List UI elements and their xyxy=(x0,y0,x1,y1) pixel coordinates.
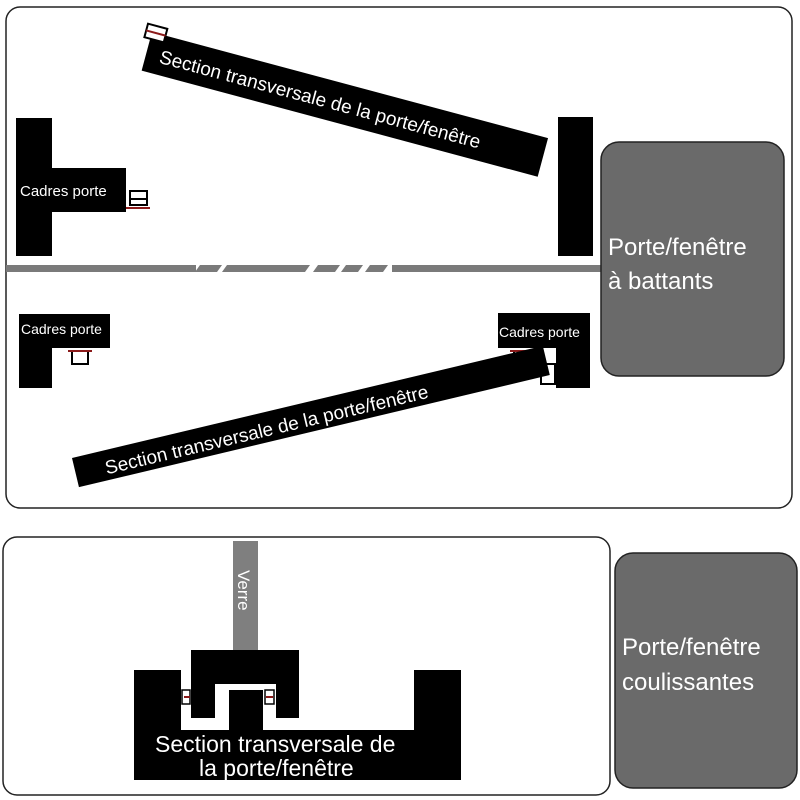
sliding-tag-line1: Porte/fenêtre xyxy=(622,634,761,661)
section-label-line1: Section transversale de xyxy=(155,731,395,757)
door-frame-bottom-left: Cadres porte xyxy=(19,314,110,388)
sliding-frame-section: Section transversale de la porte/fenêtre xyxy=(134,650,461,781)
door-frame-top-left: Cadres porte xyxy=(16,118,150,256)
divider-line xyxy=(6,265,604,272)
frame-label: Cadres porte xyxy=(499,324,580,340)
glass-pane: Verre xyxy=(233,541,258,651)
section-label-line2: la porte/fenêtre xyxy=(199,755,354,781)
sliding-tag-line2: coulissantes xyxy=(622,669,754,696)
glass-label: Verre xyxy=(234,570,253,611)
swing-tag-line1: Porte/fenêtre xyxy=(608,234,747,261)
sliding-type-tag: Porte/fenêtre coulissantes xyxy=(614,552,798,789)
swing-panel xyxy=(5,6,793,509)
frame-label: Cadres porte xyxy=(21,321,102,337)
swing-type-tag: Porte/fenêtre à battants xyxy=(600,141,785,377)
door-post-right xyxy=(558,117,593,256)
frame-label: Cadres porte xyxy=(20,183,107,200)
swing-tag-line2: à battants xyxy=(608,268,713,295)
